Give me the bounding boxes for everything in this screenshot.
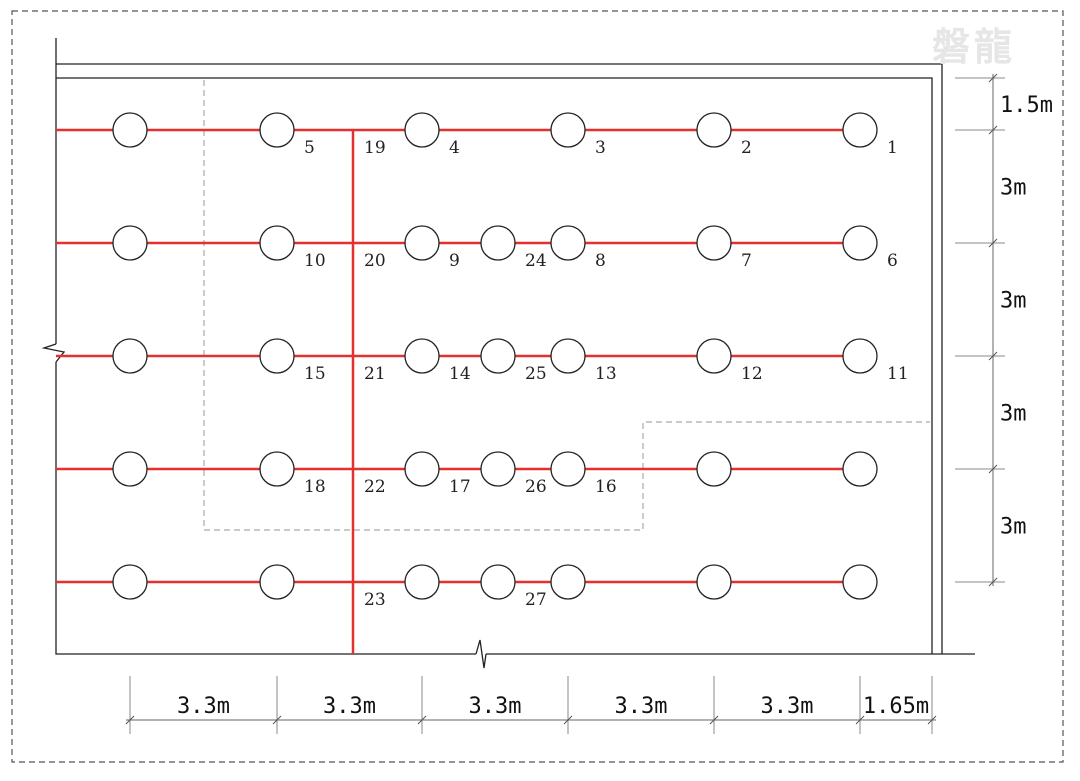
node-number-label: 12 <box>741 364 763 384</box>
node-number-label: 6 <box>887 251 898 271</box>
dimension-tick <box>988 73 998 83</box>
well-circle <box>480 225 516 261</box>
well-circle <box>112 451 148 487</box>
right-dimension-label: 3m <box>1000 515 1027 540</box>
well-circle <box>259 338 295 374</box>
pipe-row: 5 19 4 3 2 1 <box>56 112 898 158</box>
pipe-row: 15 21 14 25 13 12 11 <box>56 338 909 384</box>
well-circle <box>696 451 732 487</box>
well-circle <box>112 112 148 148</box>
right-dimension-label: 3m <box>1000 176 1027 201</box>
node-number-label: 25 <box>525 364 547 384</box>
node-number-label: 21 <box>364 364 386 384</box>
well-circle <box>696 564 732 600</box>
node-number-label: 20 <box>364 251 386 271</box>
dimension-tick <box>272 715 282 725</box>
dimension-tick <box>988 464 998 474</box>
node-number-label: 4 <box>449 138 460 158</box>
bottom-dimension-label: 3.3m <box>761 694 814 719</box>
well-circle <box>404 338 440 374</box>
node-number-label: 3 <box>595 138 606 158</box>
well-circle <box>259 225 295 261</box>
node-number-label: 18 <box>304 477 326 497</box>
node-number-label: 11 <box>887 364 909 384</box>
node-number-label: 26 <box>525 477 547 497</box>
node-number-label: 8 <box>595 251 606 271</box>
node-number-label: 15 <box>304 364 326 384</box>
node-number-label: 2 <box>741 138 752 158</box>
well-circle <box>259 112 295 148</box>
well-circle <box>259 564 295 600</box>
dimension-tick <box>417 715 427 725</box>
well-circle <box>550 338 586 374</box>
node-number-label: 13 <box>595 364 617 384</box>
right-dimension-label: 3m <box>1000 289 1027 314</box>
pipe-row: 23 27 <box>56 564 878 610</box>
bottom-dimension-label: 3.3m <box>323 694 376 719</box>
well-circle <box>112 225 148 261</box>
well-circle <box>112 338 148 374</box>
node-number-label: 24 <box>525 251 547 271</box>
well-circle <box>550 564 586 600</box>
dimension-tick <box>563 715 573 725</box>
watermark-logo: 磐龍 <box>932 24 1017 69</box>
node-number-label: 19 <box>364 138 386 158</box>
bottom-dimension-label: 3.3m <box>177 694 230 719</box>
well-circle <box>404 225 440 261</box>
bottom-dimension-label: 3.3m <box>615 694 668 719</box>
break-mark-bottom <box>475 639 487 669</box>
right-dimension-label: 3m <box>1000 402 1027 427</box>
node-number-label: 23 <box>364 590 386 610</box>
well-circle <box>480 451 516 487</box>
well-circle <box>480 564 516 600</box>
well-circle <box>842 451 878 487</box>
bottom-dimension-label: 3.3m <box>469 694 522 719</box>
dimension-tick <box>988 238 998 248</box>
node-number-label: 17 <box>449 477 471 497</box>
dimension-tick <box>927 715 937 725</box>
pipe-row: 18 22 17 26 16 <box>56 451 878 497</box>
dimension-tick <box>988 125 998 135</box>
bottom-dimension-label: 1.65m <box>863 694 929 719</box>
right-dimension-label: 1.5m <box>1000 93 1053 118</box>
outer-dashed-frame <box>11 10 1064 763</box>
well-circle <box>842 338 878 374</box>
break-mark-left <box>41 343 66 363</box>
wall-outline <box>41 38 975 669</box>
node-number-label: 27 <box>525 590 547 610</box>
well-circle <box>480 338 516 374</box>
well-circle <box>550 451 586 487</box>
dimension-tick <box>988 577 998 587</box>
dimension-tick <box>709 715 719 725</box>
node-number-label: 16 <box>595 477 617 497</box>
well-circle <box>696 225 732 261</box>
pipe-row: 10 20 9 24 8 7 6 <box>56 225 898 271</box>
dimension-tick <box>855 715 865 725</box>
node-number-label: 7 <box>741 251 752 271</box>
well-circle <box>112 564 148 600</box>
node-number-label: 1 <box>887 138 898 158</box>
dashed-zone <box>203 80 930 531</box>
well-circle <box>259 451 295 487</box>
well-circle <box>696 338 732 374</box>
well-circle <box>404 112 440 148</box>
well-circle <box>550 225 586 261</box>
dimension-tick <box>988 351 998 361</box>
well-circle <box>842 564 878 600</box>
well-circle <box>696 112 732 148</box>
dimension-tick <box>125 715 135 725</box>
well-circle <box>404 564 440 600</box>
well-circle <box>404 451 440 487</box>
node-number-label: 10 <box>304 251 326 271</box>
node-number-label: 22 <box>364 477 386 497</box>
well-circle <box>842 225 878 261</box>
well-circle <box>842 112 878 148</box>
node-number-label: 14 <box>449 364 471 384</box>
node-number-label: 5 <box>304 138 315 158</box>
node-number-label: 9 <box>449 251 460 271</box>
well-circle <box>550 112 586 148</box>
